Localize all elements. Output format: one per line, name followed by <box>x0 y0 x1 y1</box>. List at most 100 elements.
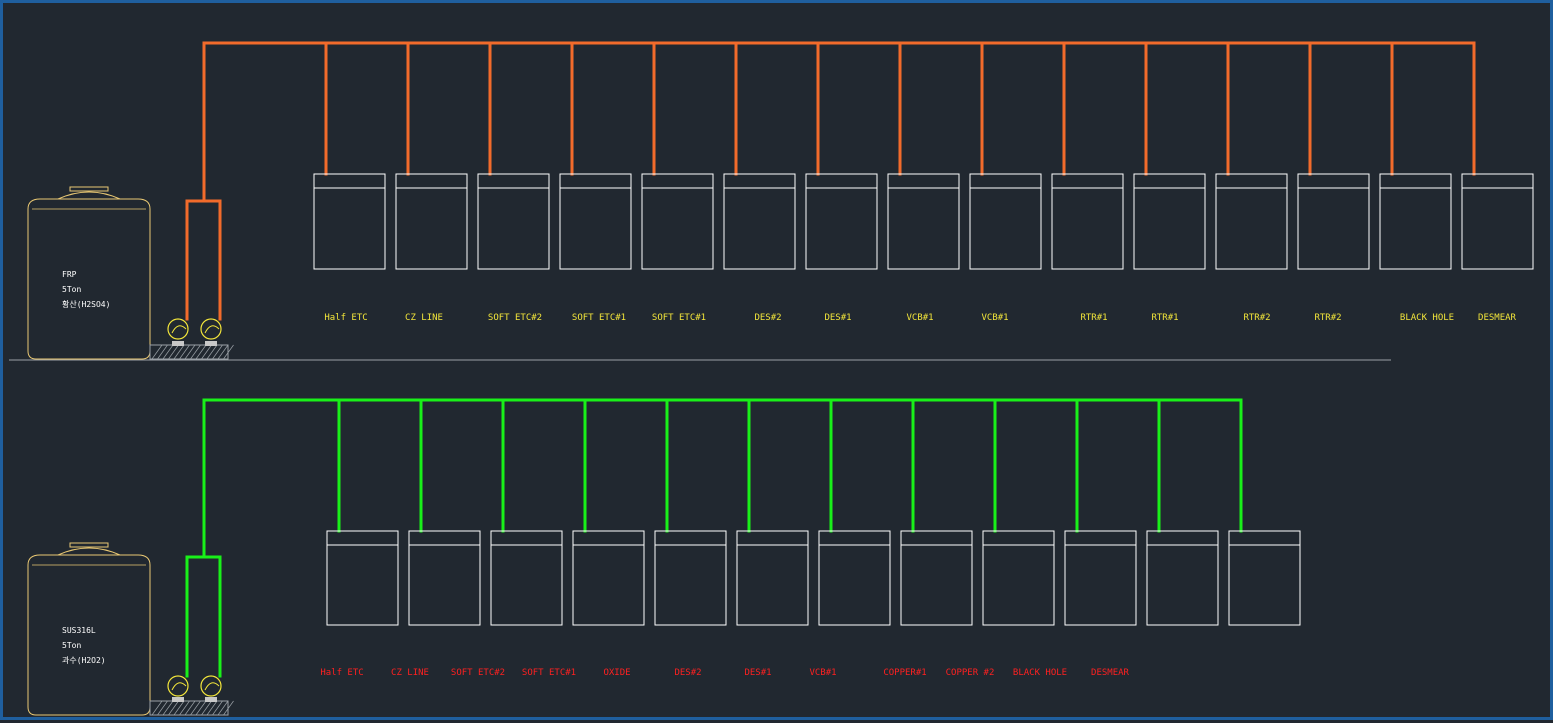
process-tank-label: COPPER #2 <box>946 668 995 678</box>
tank-body <box>27 198 151 360</box>
process-tank: COPPER #2 <box>946 530 1137 678</box>
process-tank-label: RTR#1 <box>1080 313 1107 323</box>
process-tank-label: SOFT ETC#2 <box>488 313 542 323</box>
process-tank: RTR#2 <box>1297 173 1370 323</box>
process-tank: RTR#1 <box>1051 173 1124 323</box>
pump-base-frame <box>149 700 229 716</box>
process-tank: DES#2 <box>723 173 796 323</box>
hatch-line <box>179 700 190 716</box>
tank-label: SUS316L <box>62 626 96 635</box>
pump-impeller <box>171 325 187 334</box>
process-tank: RTR#2 <box>1215 173 1288 323</box>
hatch-line <box>212 700 223 716</box>
hatch-line <box>162 344 174 360</box>
process-tank: CZ LINE <box>391 530 481 678</box>
process-tank-outline <box>1133 173 1206 270</box>
tank-label: 황산(H2SO4) <box>62 299 110 309</box>
hatch-line <box>217 344 229 360</box>
process-tank-outline <box>736 530 809 626</box>
process-tank: COPPER#1 <box>883 530 1055 678</box>
hatch-line <box>173 700 185 716</box>
hatch-line <box>184 344 196 360</box>
process-tank-label: SOFT ETC#2 <box>451 668 505 678</box>
hatch-line <box>190 344 201 360</box>
pump-mount <box>205 341 217 346</box>
pump-loop-pipe <box>185 199 222 321</box>
process-tank-outline <box>723 173 796 270</box>
pipe-network <box>185 398 1243 678</box>
process-tank: DES#1 <box>744 530 891 678</box>
hatch-line <box>206 344 218 360</box>
tank-label: 과수(H2O2) <box>62 656 106 665</box>
process-tank: VCB#1 <box>969 173 1042 323</box>
hatch-line <box>162 700 174 716</box>
process-tank-outline <box>818 530 891 626</box>
process-tank-label: DES#2 <box>674 668 701 678</box>
pump-mount <box>172 697 184 702</box>
process-tank-label: Half ETC <box>324 313 367 323</box>
process-tank-label: DES#1 <box>744 668 771 678</box>
hatch-line <box>151 344 163 360</box>
process-tank: SOFT ETC#2 <box>451 530 563 678</box>
hatch-line <box>223 700 234 716</box>
process-tank: SOFT ETC#2 <box>477 173 550 323</box>
hatch-line <box>217 700 229 716</box>
hatch-line <box>157 344 168 360</box>
process-tank-outline <box>1051 173 1124 270</box>
process-tank-label: DESMEAR <box>1091 668 1130 678</box>
process-tank: Half ETC <box>320 530 399 678</box>
process-tank-label: DESMEAR <box>1478 313 1517 323</box>
process-tank: Half ETC <box>313 173 386 323</box>
tank-body <box>27 554 151 716</box>
process-tank-label: SOFT ETC#1 <box>572 313 626 323</box>
process-tank: VCB#1 <box>809 530 973 678</box>
pump-mount <box>205 697 217 702</box>
process-tank-outline <box>1461 173 1534 270</box>
pump-impeller <box>204 325 220 334</box>
process-tank-outline <box>900 530 973 626</box>
pump-impeller <box>204 682 220 691</box>
process-tank-label: SOFT ETC#1 <box>652 313 706 323</box>
pump-base <box>149 675 234 716</box>
process-tank: DES#1 <box>805 173 878 323</box>
process-tank-outline <box>982 530 1055 626</box>
hatch-line <box>157 700 168 716</box>
process-tank: SOFT ETC#1 <box>559 173 632 323</box>
pump-impeller <box>171 682 187 691</box>
process-tank-label: RTR#2 <box>1314 313 1341 323</box>
hatch-line <box>223 344 234 360</box>
process-tank-label: RTR#1 <box>1151 313 1178 323</box>
tank-manhole <box>69 542 109 548</box>
process-tank-outline <box>395 173 468 270</box>
process-tank-outline <box>572 530 645 626</box>
pump-base <box>149 318 234 360</box>
process-tank: RTR#1 <box>1133 173 1206 323</box>
process-tank-label: COPPER#1 <box>883 668 926 678</box>
process-tank-outline <box>1215 173 1288 270</box>
process-tank-label: CZ LINE <box>405 313 443 323</box>
process-tank-label: VCB#1 <box>809 668 836 678</box>
process-tank-outline <box>1228 530 1301 626</box>
process-tank: VCB#1 <box>887 173 960 323</box>
process-tank-outline <box>887 173 960 270</box>
hatch-line <box>168 344 179 360</box>
hatch-line <box>190 700 201 716</box>
process-tank-outline <box>408 530 481 626</box>
process-tank-outline <box>1146 530 1219 626</box>
tank-dome <box>57 191 121 200</box>
hatch-line <box>195 344 207 360</box>
process-tank-label: RTR#2 <box>1243 313 1270 323</box>
pump-icon <box>167 318 189 340</box>
process-tank-outline <box>1379 173 1452 270</box>
process-tank-outline <box>559 173 632 270</box>
process-tank-outline <box>969 173 1042 270</box>
process-tank: OXIDE <box>603 530 727 678</box>
process-tank-outline <box>654 530 727 626</box>
process-tank-label: VCB#1 <box>906 313 933 323</box>
pump-mount <box>172 341 184 346</box>
